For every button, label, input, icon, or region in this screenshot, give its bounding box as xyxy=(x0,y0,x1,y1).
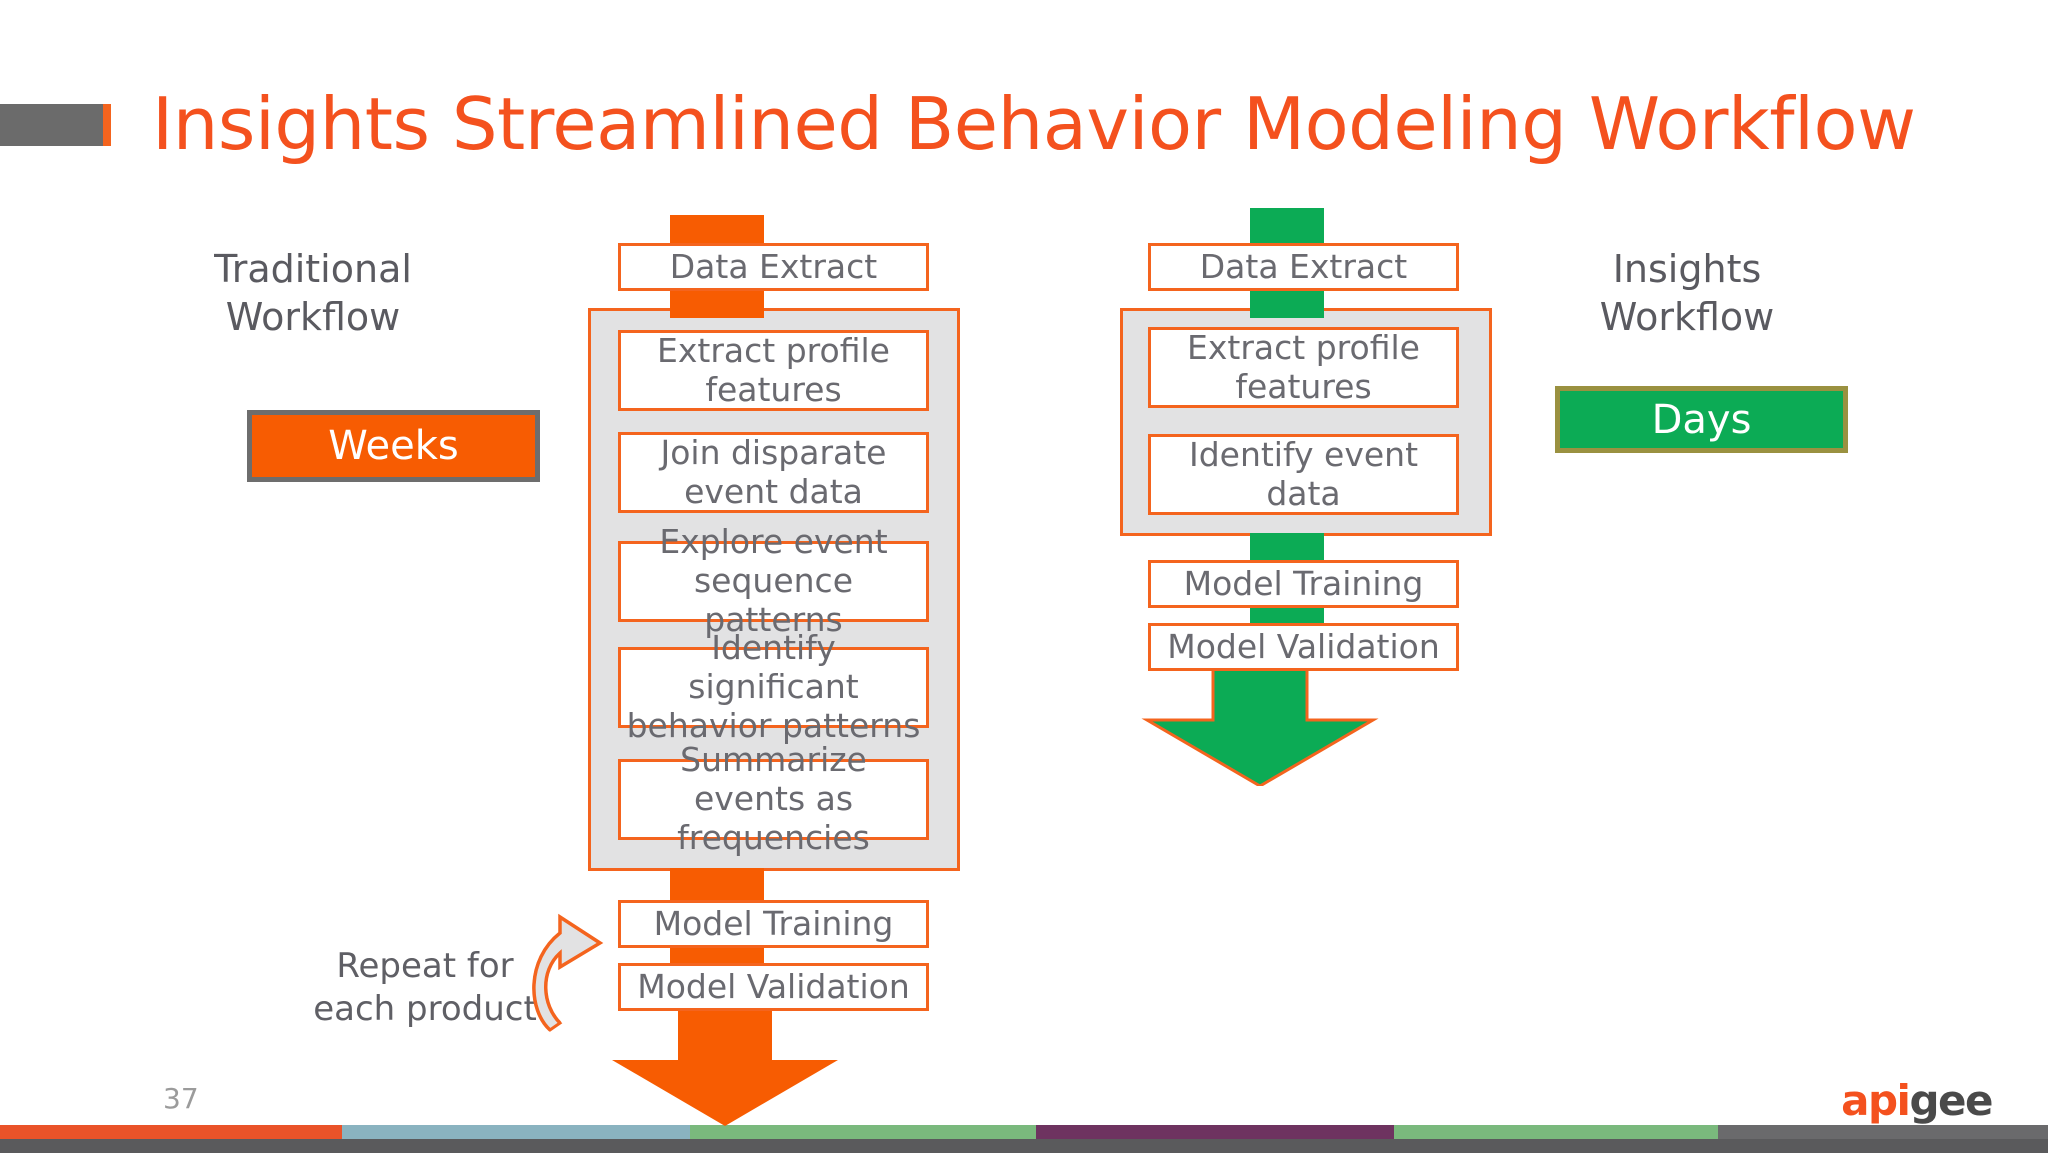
footer-stripe-bar xyxy=(0,1125,2048,1139)
left-workflow-label-line2: Workflow xyxy=(225,295,401,340)
connector-right-to-group xyxy=(1250,288,1324,318)
title-accent-edge xyxy=(103,104,111,146)
right-workflow-label: Insights Workflow xyxy=(1537,245,1837,342)
left-workflow-label: Traditional Workflow xyxy=(163,245,463,342)
page-title: Insights Streamlined Behavior Modeling W… xyxy=(152,82,1916,166)
footer-stripe-orange xyxy=(0,1125,342,1139)
node-right-identify-event-data[interactable]: Identify event data xyxy=(1148,434,1459,515)
footer-stripe-gray xyxy=(1718,1125,2048,1139)
apigee-logo: apigee xyxy=(1841,1076,1993,1125)
title-accent-block xyxy=(0,104,103,146)
node-left-data-extract[interactable]: Data Extract xyxy=(618,243,929,291)
logo-text-api: api xyxy=(1841,1076,1911,1125)
connector-right-top xyxy=(1250,208,1324,246)
node-left-model-validation[interactable]: Model Validation xyxy=(618,963,929,1011)
right-workflow-label-line2: Workflow xyxy=(1599,295,1775,340)
node-right-model-validation[interactable]: Model Validation xyxy=(1148,623,1459,671)
right-flow-arrow-down-icon xyxy=(1141,668,1379,786)
node-right-data-extract[interactable]: Data Extract xyxy=(1148,243,1459,291)
duration-chip-weeks: Weeks xyxy=(247,410,540,482)
traditional-workflow-column: Data Extract Extract profile features Jo… xyxy=(510,0,960,1153)
connector-left-training-to-validation xyxy=(670,945,764,965)
footer-stripe-green xyxy=(690,1125,1036,1139)
connector-left-group-to-training xyxy=(670,868,764,904)
repeat-loop-label: Repeat for each product xyxy=(295,945,555,1030)
node-left-join-disparate-event-data[interactable]: Join disparate event data xyxy=(618,432,929,513)
logo-text-gee: gee xyxy=(1909,1076,1993,1125)
footer-base-bar xyxy=(0,1139,2048,1153)
node-right-extract-profile-features[interactable]: Extract profile features xyxy=(1148,327,1459,408)
right-workflow-label-line1: Insights xyxy=(1612,247,1762,291)
repeat-loop-arrow-icon xyxy=(532,913,604,1032)
duration-chip-days: Days xyxy=(1555,386,1848,453)
left-workflow-label-line1: Traditional xyxy=(214,247,412,291)
node-left-explore-event-sequence-patterns[interactable]: Explore event sequence patterns xyxy=(618,522,929,639)
insights-workflow-column: Data Extract Extract profile features Id… xyxy=(1080,0,1500,1153)
footer-stripe-purple xyxy=(1036,1125,1394,1139)
node-left-model-training[interactable]: Model Training xyxy=(618,900,929,948)
connector-right-group-to-training xyxy=(1250,533,1324,565)
node-left-extract-profile-features[interactable]: Extract profile features xyxy=(618,330,929,411)
node-right-model-training[interactable]: Model Training xyxy=(1148,560,1459,608)
node-left-summarize-events-as-frequencies[interactable]: Summarize events as frequencies xyxy=(618,740,929,857)
footer-stripe-blue xyxy=(342,1125,690,1139)
node-left-identify-significant-behavior-patterns[interactable]: Identify significant behavior patterns xyxy=(618,628,929,745)
repeat-loop-label-line1: Repeat for xyxy=(336,946,514,986)
page-number: 37 xyxy=(163,1082,199,1115)
connector-right-training-to-validation xyxy=(1250,605,1324,627)
footer-stripe-green2 xyxy=(1394,1125,1718,1139)
connector-left-to-group xyxy=(670,288,764,318)
left-flow-arrow-down-icon xyxy=(612,1008,838,1126)
repeat-loop-label-line2: each product xyxy=(313,988,537,1029)
